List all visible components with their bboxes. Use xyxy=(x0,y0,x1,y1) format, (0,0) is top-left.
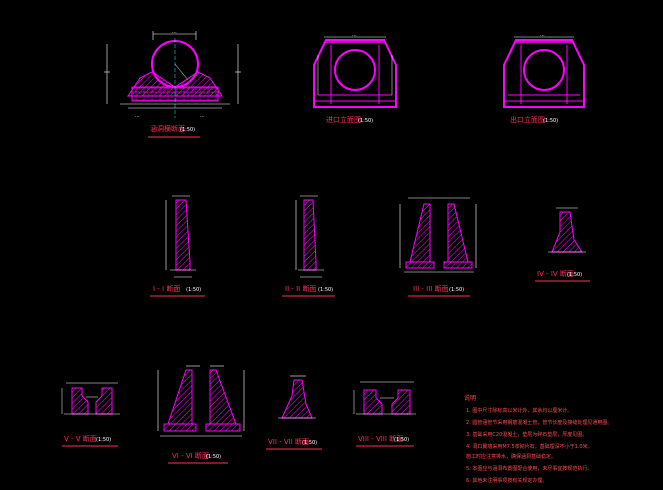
notes-heading: 说明 xyxy=(464,394,476,402)
title-s8: VIII - VIII 断面 xyxy=(358,434,403,443)
note-line-3: 3. 基础采用C20混凝土，垫层为碎石垫层，厚度见图。 xyxy=(466,431,587,438)
svg-text:...: ... xyxy=(540,32,545,38)
title-s3: III - III 断面 xyxy=(413,284,449,293)
section-6: VI - VI 断面 (1:50) xyxy=(157,365,245,464)
section-2: II - II 断面 (1:50) xyxy=(282,195,335,297)
note-line-7: 6. 其他未注明事项按有关规定办理。 xyxy=(466,477,547,484)
section-7: VII - VII 断面 (1:50) xyxy=(266,375,322,450)
scale-s1: (1:50) xyxy=(186,287,201,293)
view-outlet-elevation: ... 出口立面图 (1:50) xyxy=(503,32,585,124)
svg-text:...: ... xyxy=(352,32,357,38)
scale-s5: (1:50) xyxy=(96,437,111,443)
section-5: V - V 断面 (1:50) xyxy=(61,382,120,447)
note-line-2: 2. 圆管涵管节采用钢筋混凝土管，管节长度及接缝处理见通用图。 xyxy=(466,419,612,426)
svg-text:...: ... xyxy=(200,113,205,119)
title-s1: I - I 断面 xyxy=(153,284,180,293)
section-3: III - III 断面 (1:50) xyxy=(399,197,477,297)
section-4: IV - IV 断面 (1:50) xyxy=(535,207,590,282)
scale-v1: (1:50) xyxy=(180,127,195,133)
section-1: I - I 断面 (1:50) xyxy=(150,195,205,297)
note-line-6: 5. 本图应与涵洞布置图配合使用，未尽事宜按规范执行。 xyxy=(466,465,592,472)
title-s7: VII - VII 断面 xyxy=(268,437,309,446)
scale-s8: (1:50) xyxy=(394,437,409,443)
view-culvert-cross-section: ... ... ... 涵洞横断面 (1:50) xyxy=(104,29,241,138)
note-line-4: 4. 洞口翼墙采用M7.5浆砌片石，基础埋深不小于1.0米。 xyxy=(466,443,593,450)
scale-s6: (1:50) xyxy=(206,454,221,460)
note-line-5: 施工时应注意排水，确保涵洞基础稳定。 xyxy=(466,453,556,460)
notes-block: 说明 1. 图中尺寸除标高以米计外，其余均以厘米计。 2. 圆管涵管节采用钢筋混… xyxy=(464,394,612,484)
svg-text:...: ... xyxy=(172,29,177,35)
title-v2: 进口立面图 xyxy=(326,115,361,124)
title-s6: VI - VI 断面 xyxy=(172,451,209,460)
title-s4: IV - IV 断面 xyxy=(537,269,574,278)
scale-v2: (1:50) xyxy=(358,118,373,124)
title-v1: 涵洞横断面 xyxy=(150,124,185,133)
svg-text:...: ... xyxy=(135,113,140,119)
scale-v3: (1:50) xyxy=(543,118,558,124)
note-line-1: 1. 图中尺寸除标高以米计外，其余均以厘米计。 xyxy=(466,407,572,414)
title-s2: II - II 断面 xyxy=(285,284,316,293)
view-inlet-elevation: ... 进口立面图 (1:50) xyxy=(313,32,397,124)
scale-s4: (1:50) xyxy=(567,272,582,278)
scale-s7: (1:50) xyxy=(302,440,317,446)
section-8: VIII - VIII 断面 (1:50) xyxy=(353,381,416,447)
scale-s2: (1:50) xyxy=(318,287,333,293)
scale-s3: (1:50) xyxy=(449,287,464,293)
title-s5: V - V 断面 xyxy=(64,434,97,443)
title-v3: 出口立面图 xyxy=(510,115,545,124)
